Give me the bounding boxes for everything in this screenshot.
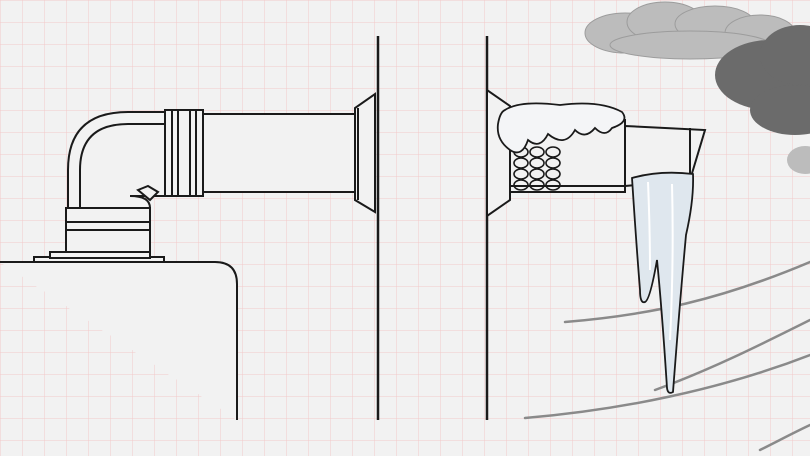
vent-collar [65, 207, 151, 253]
ice-buildup [513, 146, 561, 191]
icicle [631, 171, 695, 394]
elbow-pipe [67, 111, 169, 209]
cloud-small [787, 146, 810, 174]
pipe-coupling [164, 109, 204, 197]
snow-cap [496, 102, 626, 154]
water-heater-tank [0, 251, 238, 420]
storm-clouds [584, 1, 810, 174]
wall-flange-inner [354, 92, 376, 214]
cloud-dark [715, 25, 810, 135]
horizontal-vent-pipe [202, 113, 359, 193]
